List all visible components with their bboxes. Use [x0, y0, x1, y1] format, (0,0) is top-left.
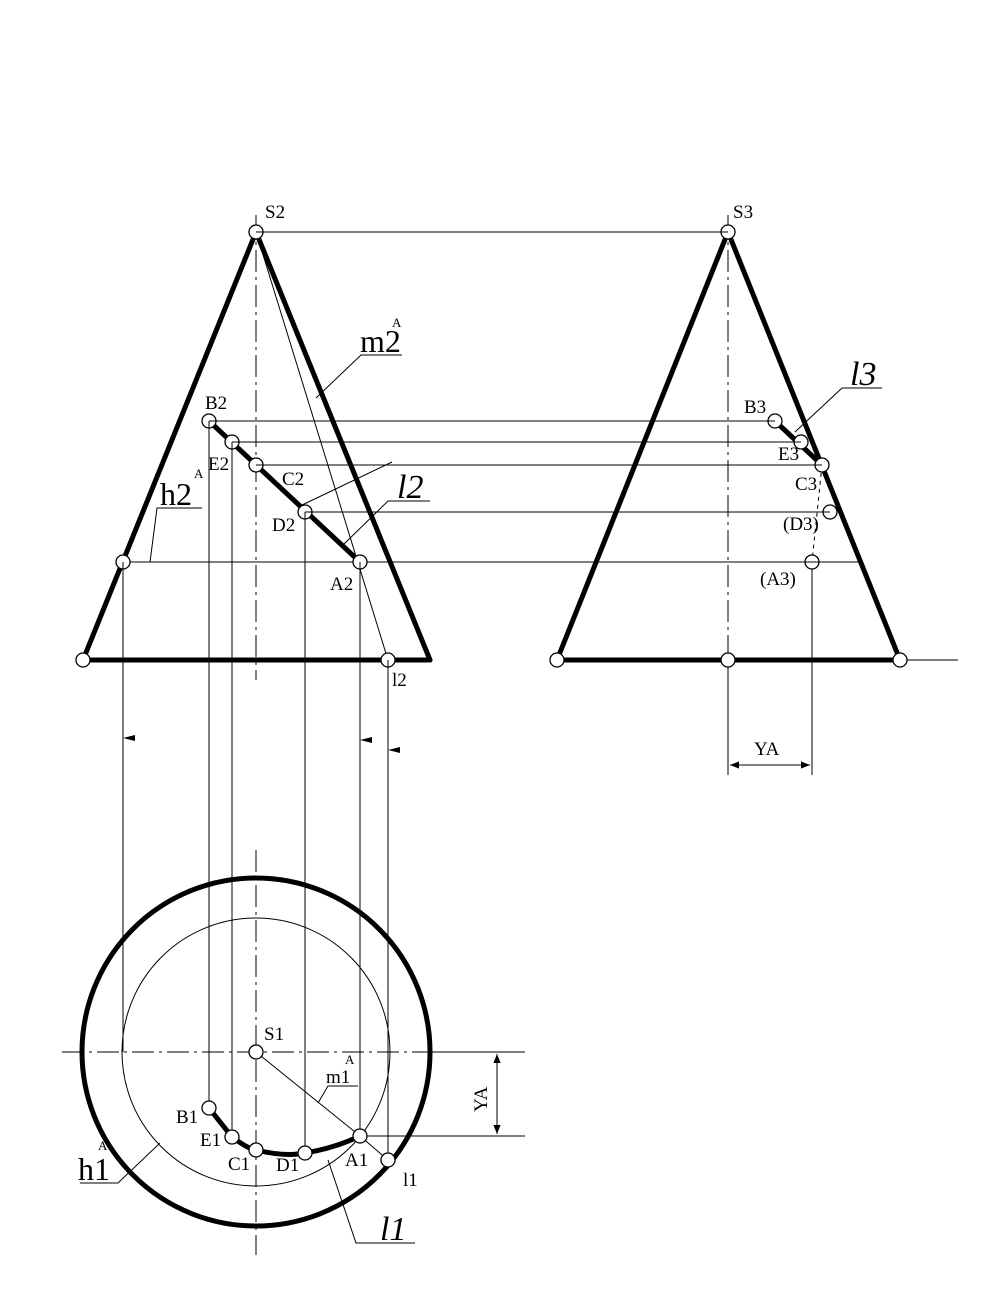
point-c1 — [248, 1142, 264, 1158]
side-line-l3-hidden — [811, 464, 823, 563]
projection-links — [122, 231, 858, 1160]
top-line-l1-arc — [206, 1105, 363, 1157]
point-a1 — [352, 1128, 368, 1144]
label-d1: D1 — [276, 1155, 299, 1176]
leader-h2 — [149, 507, 202, 563]
top-horizontal-circle-h1 — [121, 917, 391, 1187]
point-base-left — [75, 652, 91, 668]
label-e2: E2 — [208, 454, 229, 475]
label-m1-sup: A — [345, 1052, 355, 1067]
label-d2: D2 — [272, 515, 295, 536]
label-m1: m1 — [326, 1067, 350, 1088]
front-line-l2-extension — [299, 461, 393, 507]
label-a1: A1 — [345, 1150, 368, 1171]
point-base-left-side — [549, 652, 565, 668]
label-m2: m2 — [360, 323, 401, 359]
label-d3: (D3) — [783, 514, 819, 535]
point-base-right-side — [892, 652, 908, 668]
front-view: S2 B2 E2 C2 D2 A2 l2 l2 m2 A h2 A — [75, 202, 433, 691]
point-d1 — [297, 1145, 313, 1161]
point-base-center-side — [720, 652, 736, 668]
label-h1: h1 — [78, 1151, 110, 1187]
label-a2: A2 — [330, 574, 353, 595]
label-h2: h2 — [160, 476, 192, 512]
label-e3: E3 — [778, 444, 799, 465]
front-left-generatrix — [80, 229, 259, 663]
label-ya-top: YA — [471, 1086, 492, 1112]
label-h1-sup: A — [98, 1138, 108, 1153]
label-s2: S2 — [265, 202, 285, 223]
leader-h1 — [80, 1142, 161, 1184]
label-c3: C3 — [795, 474, 817, 495]
leader-m2 — [315, 354, 402, 399]
leader-l2 — [342, 500, 430, 546]
label-c2: C2 — [282, 469, 304, 490]
point-trace-l1 — [380, 1152, 396, 1168]
leader-m1 — [317, 1085, 358, 1104]
label-a3: (A3) — [760, 569, 796, 590]
label-c1: C1 — [228, 1154, 250, 1175]
label-trace-l1: l1 — [403, 1170, 418, 1191]
label-l3: l3 — [850, 356, 876, 393]
label-b2: B2 — [205, 393, 227, 414]
top-view: YA S1 B1 E1 C1 D1 A1 l1 l1 m1 A h1 A — [62, 850, 525, 1255]
label-l1: l1 — [380, 1211, 406, 1248]
point-b1 — [201, 1100, 217, 1116]
leader-l3 — [794, 387, 882, 433]
label-s1: S1 — [264, 1024, 284, 1045]
label-ya-side: YA — [754, 739, 780, 760]
side-left-generatrix — [554, 229, 731, 663]
leader-l1 — [327, 1159, 415, 1244]
label-b3: B3 — [744, 397, 766, 418]
label-e1: E1 — [200, 1130, 221, 1151]
label-s3: S3 — [733, 202, 753, 223]
front-generatrix-m2 — [255, 231, 389, 661]
label-h2-sup: A — [194, 466, 204, 481]
point-e1 — [224, 1129, 240, 1145]
top-generatrix-m1 — [255, 1051, 361, 1137]
side-view: YA S3 B3 E3 C3 (D3) (A3) l3 — [549, 202, 958, 775]
label-l2: l2 — [397, 469, 423, 506]
label-b1: B1 — [176, 1107, 198, 1128]
side-right-generatrix — [725, 229, 903, 663]
label-trace-l2: l2 — [392, 670, 407, 691]
point-s1 — [248, 1044, 264, 1060]
front-right-generatrix — [253, 229, 433, 663]
label-m2-sup: A — [392, 315, 402, 330]
